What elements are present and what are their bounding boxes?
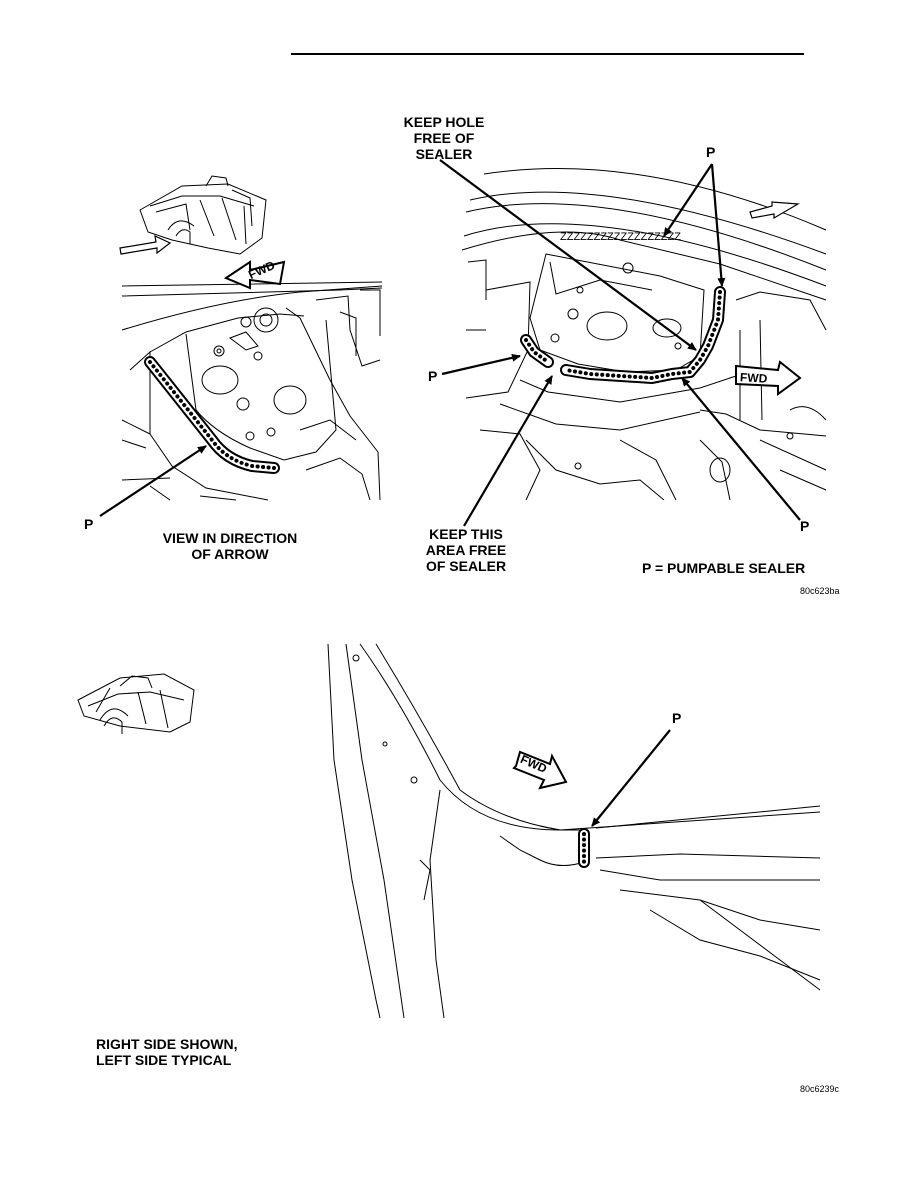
left-detail-drawing (121, 281, 383, 501)
keep-area-free-label: KEEP THIS AREA FREE OF SEALER (408, 526, 524, 574)
keep-hole-line3: SEALER (415, 146, 473, 162)
keep-hole-free-label: KEEP HOLE FREE OF SEALER (386, 114, 502, 162)
vehicle-locator-icon (139, 175, 267, 255)
keep-area-line2: AREA FREE (425, 542, 507, 558)
svg-text:ZZZZZZZZZZZZZZZZZZ: ZZZZZZZZZZZZZZZZZZ (560, 231, 681, 243)
view-label-line1: VIEW IN DIRECTION (162, 530, 298, 546)
keep-area-line1: KEEP THIS (429, 526, 503, 542)
figure-code-1: 80c623ba (800, 586, 840, 596)
callout-arrow-icon (99, 445, 207, 517)
fwd-label-right: FWD (739, 370, 768, 386)
keep-hole-line2: FREE OF (413, 130, 475, 146)
keep-area-line3: OF SEALER (425, 558, 507, 574)
callout-arrow-icon (591, 729, 671, 827)
view-label-line2: OF ARROW (191, 546, 269, 562)
fwd-arrow-icon (512, 750, 568, 790)
side-note-line1: RIGHT SIDE SHOWN, (96, 1036, 238, 1052)
lower-detail-drawing (327, 643, 821, 1019)
vehicle-locator-icon (77, 673, 195, 734)
right-detail-drawing: ZZZZZZZZZZZZZZZZZZ (461, 168, 827, 501)
sealer-label-p-top: P (706, 144, 716, 160)
sealer-label-p-mid: P (428, 368, 438, 384)
keep-hole-line1: KEEP HOLE (403, 114, 485, 130)
callout-arrow-icon (439, 159, 801, 527)
side-note-label: RIGHT SIDE SHOWN, LEFT SIDE TYPICAL (96, 1036, 238, 1068)
pumpable-sealer-legend: P = PUMPABLE SEALER (642, 560, 806, 576)
figure-code-2: 80c6239c (800, 1084, 840, 1094)
side-note-line2: LEFT SIDE TYPICAL (96, 1052, 232, 1068)
sealer-label-p-left: P (84, 516, 94, 532)
direction-arrow-icon (119, 234, 172, 255)
direction-arrow-icon (749, 201, 800, 220)
sealer-label-p-lower: P (672, 710, 682, 726)
sealer-label-p-bottom: P (800, 518, 810, 534)
header-rule (291, 53, 804, 55)
fwd-arrow-icon (735, 360, 802, 396)
view-direction-label: VIEW IN DIRECTION OF ARROW (142, 530, 318, 562)
fwd-arrow-icon (223, 260, 286, 290)
